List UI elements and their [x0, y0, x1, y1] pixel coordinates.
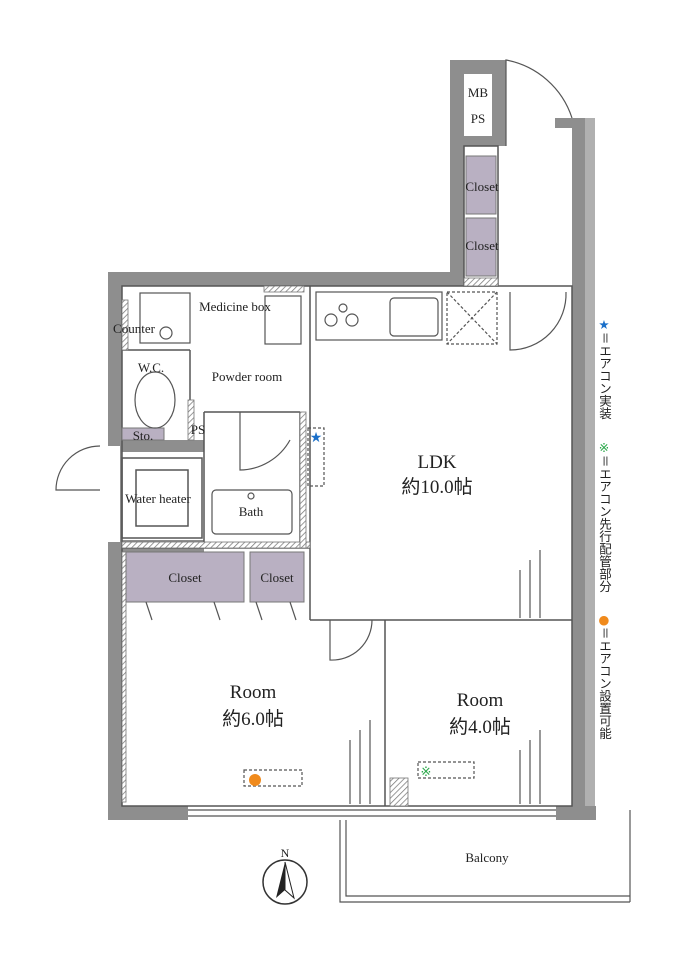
storage-label: Sto. — [133, 428, 154, 443]
room-west-name: Room — [230, 682, 277, 703]
dot-icon: ● — [598, 612, 610, 627]
ps-top-label: PS — [471, 111, 485, 126]
interior-walls — [121, 145, 573, 807]
legend-item-ac-installed: ★ ＝エアコン実装 — [596, 318, 612, 423]
legend-text: ＝エアコン実装 — [597, 332, 612, 420]
north-compass-icon: N — [262, 846, 308, 905]
ac-legend: ★ ＝エアコン実装 ※ ＝エアコン先行配管部分 ● ＝エアコン設置可能 — [596, 318, 612, 761]
star-icon: ★ — [598, 317, 610, 332]
medicine-box-label: Medicine box — [199, 299, 271, 314]
closets — [121, 155, 497, 603]
legend-item-ac-possible: ● ＝エアコン設置可能 — [596, 613, 612, 743]
powder-room-label: Powder room — [212, 369, 282, 384]
room-east-name: Room — [457, 690, 504, 711]
legend-item-ac-piping: ※ ＝エアコン先行配管部分 — [596, 439, 612, 596]
balcony-label: Balcony — [465, 850, 509, 865]
compass-north-label: N — [281, 846, 290, 860]
ac-installed-star-icon: ★ — [310, 430, 323, 446]
water-heater-label: Water heater — [125, 491, 191, 506]
closet-top1-label: Closet — [465, 179, 499, 194]
ldk-size: 約10.0帖 — [401, 476, 472, 498]
legend-text: ＝エアコン設置可能 — [597, 627, 612, 740]
hatched-walls — [121, 277, 499, 807]
ac-piping-mark-icon: ※ — [421, 765, 432, 780]
ldk-name: LDK — [417, 452, 456, 473]
closet-top2-label: Closet — [465, 238, 499, 253]
fixtures — [55, 59, 631, 903]
bath-label: Bath — [239, 504, 264, 519]
outer-walls — [108, 60, 596, 820]
closet-left-label: Closet — [168, 570, 202, 585]
room-east-size: 約4.0帖 — [449, 716, 511, 738]
closet-right-label: Closet — [260, 570, 294, 585]
ac-possible-dot-icon — [249, 774, 261, 786]
piping-mark-icon: ※ — [598, 439, 610, 455]
counter-label: Counter — [113, 321, 156, 336]
legend-text: ＝エアコン先行配管部分 — [597, 454, 612, 593]
room-west-size: 約6.0帖 — [222, 708, 284, 730]
ps-bath-label: PS — [191, 422, 205, 437]
wc-label: W.C. — [138, 360, 164, 375]
mb-label: MB — [468, 85, 489, 100]
